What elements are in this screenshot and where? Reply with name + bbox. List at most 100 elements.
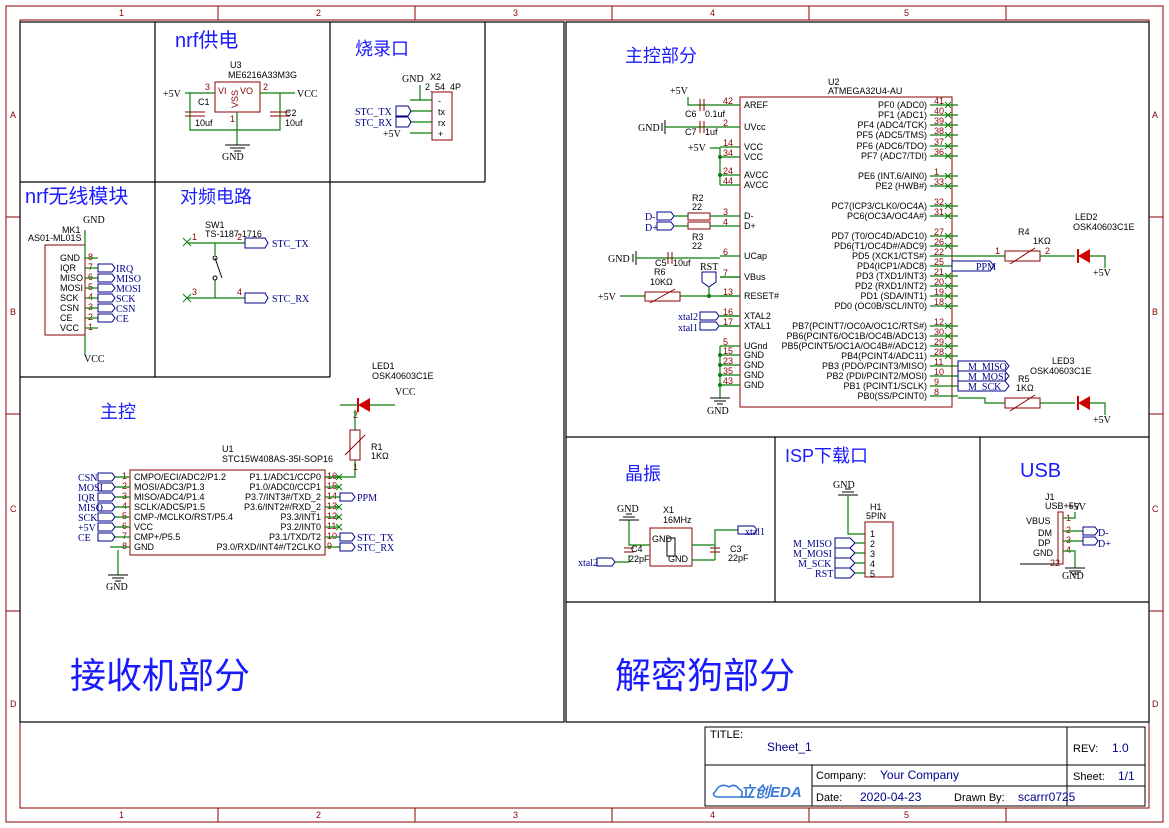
u2-left-pin-number: 17 (723, 317, 733, 327)
u2-right-pin-number: 28 (934, 347, 944, 357)
u2-right-pin-number: 10 (934, 367, 944, 377)
svg-text:22pF: 22pF (728, 553, 749, 563)
u1-left-pin-label: SCLK/ADC5/P1.5 (134, 502, 205, 512)
u2-left-pin-label: AREF (744, 100, 769, 110)
u2-right-pin-label: PC7(ICP3/CLK0/OC4A) (831, 201, 927, 211)
company-value: Your Company (880, 768, 959, 782)
u1-net-flag (97, 522, 116, 532)
u1-net-label: CSN (78, 473, 97, 484)
svg-text:C1: C1 (198, 97, 210, 107)
mk1-pin-number: 8 (88, 252, 93, 262)
net-m-mosi-h1: M_MOSI (793, 549, 832, 560)
u2-right-pin-label: PC6(OC3A/OC4A#) (847, 211, 927, 221)
u2-left-pin-number: 7 (723, 268, 728, 278)
u1-right-pin-label: P1.1/ADC1/CCP0 (249, 472, 321, 482)
svg-text:4: 4 (1066, 545, 1071, 555)
svg-text:R6: R6 (654, 267, 666, 277)
mk1-pin-label: GND (60, 253, 81, 263)
u1-left-pin-number: 2 (122, 481, 127, 491)
col-label-1: 1 (119, 8, 124, 18)
net-dm-j1: D- (1098, 528, 1109, 539)
u2-left-pin-label: D- (744, 211, 754, 221)
u2-right-pin-number: 32 (934, 197, 944, 207)
svg-text:C5: C5 (655, 258, 667, 268)
mk1-net-label: IRQ (116, 264, 134, 275)
u1-pins: CMPO/ECI/ADC2/P1.21CSNMOSI/ADC3/P1.32MOS… (78, 471, 395, 554)
net-vcc-led1: VCC (395, 387, 416, 398)
mk1-net-label: MISO (116, 274, 141, 285)
net-ppm-u2: PPM (976, 262, 996, 273)
u1-net-label: CE (78, 533, 91, 544)
u2-left-pin-label: VCC (744, 142, 764, 152)
svg-text:X1: X1 (663, 505, 674, 515)
net-stc-rx-sw1: STC_RX (272, 294, 310, 305)
title-label: TITLE: (710, 729, 743, 741)
u2-left-pin-number: 14 (723, 138, 733, 148)
u1-left-pin-label: CMP-/MCLKO/RST/P5.4 (134, 512, 233, 522)
net-m-miso-h1: M_MISO (793, 539, 832, 550)
u1-right-pin-number: 11 (327, 521, 336, 531)
net-vcc-mk1: VCC (84, 354, 105, 365)
u2-left-pin-label: GND (744, 350, 765, 360)
ruler-labels: 1 2 3 4 5 1 2 3 4 5 A B C D A B C D (10, 8, 1159, 820)
svg-text:AS01-ML01S: AS01-ML01S (28, 233, 82, 243)
svg-text:X2: X2 (430, 72, 441, 82)
section-title-nrf-module: nrf无线模块 (25, 185, 128, 208)
rev-value: 1.0 (1112, 741, 1129, 755)
svg-text:16MHz: 16MHz (663, 515, 692, 525)
u2-right-pin-number: 40 (934, 106, 944, 116)
u1-net-label: IQR (78, 493, 96, 504)
u2-left-pin-number: 4 (723, 217, 728, 227)
section-title-main-ctrl-rx: 主控 (100, 402, 136, 422)
svg-text:R5: R5 (1018, 374, 1030, 384)
svg-text:LED1: LED1 (372, 361, 395, 371)
u2-right-pin-label: PB0(SS/PCINT0) (857, 391, 927, 401)
u1-left-pin-number: 1 (122, 471, 127, 481)
svg-text:VBUS: VBUS (1026, 516, 1051, 526)
section-title-pairing: 对频电路 (180, 187, 252, 207)
drawn-value: scarrr0725 (1018, 790, 1076, 804)
svg-text:1KΩ: 1KΩ (1016, 383, 1034, 393)
svg-text:U3: U3 (230, 60, 242, 70)
mk1-net-flag (97, 273, 116, 283)
u2-left-pin-label: D+ (744, 221, 756, 231)
mk1-net-label: CE (116, 314, 129, 325)
u2-right-pin-number: 37 (934, 137, 944, 147)
x2-header: X2 2_54_4P - tx rx + GND STC_TX STC_RX +… (355, 72, 461, 141)
u1-net-flag (97, 492, 116, 502)
u2-right-pin-label: PD6(T1/OC4D#/ADC9) (834, 241, 927, 251)
u2-right-pin-label: PD0 (OC0B/SCL/INT0) (834, 301, 927, 311)
svg-text:10uf: 10uf (285, 118, 303, 128)
svg-text:SW1: SW1 (205, 220, 225, 230)
row-label-d: D (10, 699, 17, 709)
mk1-net-flag (97, 263, 116, 273)
u2-left-pin-number: 5 (723, 337, 728, 347)
u1-right-pin-label: P3.6/INT2#/RXD_2 (244, 502, 321, 512)
u2-left-pin-number: 2 (723, 118, 728, 128)
led1-r1: LED1 OSK40603C1E VCC 2 1 R1 1KΩ (325, 361, 434, 478)
u2-left-pin-label: GND (744, 360, 765, 370)
row-label-b-r: B (1152, 307, 1158, 317)
row-label-a: A (10, 110, 16, 120)
mk1-pin-number: 4 (88, 292, 93, 302)
u1-net-label: +5V (78, 523, 97, 534)
svg-text:ATMEGA32U4-AU: ATMEGA32U4-AU (828, 86, 902, 96)
gnd-symbol-icon (108, 574, 128, 582)
svg-text:1: 1 (230, 114, 235, 124)
net-m-sck-u2: M_SCK (968, 382, 1002, 393)
u2-right-pin-label: PF0 (ADC0) (878, 100, 927, 110)
u1-left-pin-label: VCC (134, 522, 154, 532)
u2-left-circuit: +5V C6 0.1uf GND C7 1uf +5V R2 22 R3 22 … (598, 86, 740, 417)
section-title-main-ctrl-dongle: 主控部分 (625, 46, 697, 66)
u1-right-pin-number: 10 (327, 531, 337, 541)
u2-right-pin-number: 29 (934, 337, 944, 347)
net-vcc-u3: VCC (297, 89, 318, 100)
company-label: Company: (816, 770, 866, 782)
svg-text:1: 1 (192, 232, 197, 242)
svg-text:C3: C3 (730, 544, 742, 554)
svg-text:C2: C2 (285, 108, 297, 118)
net-xtal1-u2: xtal1 (678, 323, 698, 334)
u2-left-pin-number: 44 (723, 176, 733, 186)
